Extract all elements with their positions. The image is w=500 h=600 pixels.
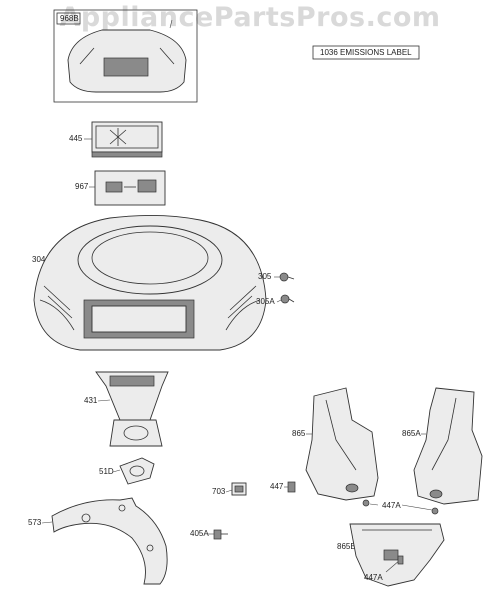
part-573-group[interactable]: 573 [28,497,168,585]
part-445-group[interactable]: 445 [69,121,163,158]
label-703: 703 [212,487,226,496]
part-865-group[interactable]: 865 [292,387,379,501]
label-865A: 865A [402,429,421,438]
part-865A-group[interactable]: 865A [402,387,483,505]
part-865B-group[interactable]: 865B [337,523,445,587]
label-865B: 865B [337,542,356,551]
part-865A-shape [413,387,483,505]
part-405A-group[interactable]: 405A [190,529,228,540]
part-431-group[interactable]: 431 [84,371,169,447]
label-305A: 305A [256,297,275,306]
part-968B-ribs [79,47,175,65]
label-305: 305 [258,272,272,281]
label-447A-upper: 447A [382,501,401,510]
leader-968B [169,19,173,29]
part-405A-screw [213,529,222,540]
label-405A: 405A [190,529,209,538]
part-305A-screw [280,294,290,304]
part-968B-tag [56,12,81,25]
label-865: 865 [292,429,306,438]
part-865-shape [305,387,379,501]
label-573: 573 [28,518,42,527]
label-445: 445 [69,134,83,143]
part-51D-shape [119,457,155,485]
label-967: 967 [75,182,89,191]
part-445-shape [91,121,163,153]
part-305-group[interactable]: 305 [258,272,295,282]
watermark-text: AppliancePartsPros.com [59,2,441,33]
part-447-group[interactable]: 447 [270,481,296,493]
part-305A-group[interactable]: 305A [256,294,295,306]
label-51D: 51D [99,467,114,476]
part-304-group[interactable]: 304 [32,214,267,351]
part-968B-frame [53,9,198,103]
part-447-screw [287,481,296,493]
emissions-label-box [312,45,420,60]
label-431: 431 [84,396,98,405]
label-304: 304 [32,255,46,264]
part-447A-upper-group[interactable]: 447A [362,499,439,515]
part-703-group[interactable]: 703 [212,482,247,496]
part-967-group[interactable]: 967 [75,170,166,206]
part-305-screw [279,272,289,282]
label-447: 447 [270,482,284,491]
part-968B-window [103,57,149,77]
label-968B: 968B [60,14,79,23]
part-447A-lower-group[interactable]: 447A [364,555,404,582]
label-447A-lower: 447A [364,573,383,582]
part-968B-group[interactable]: 968B [53,9,198,103]
emissions-label-text: 1036 EMISSIONS LABEL [320,48,412,57]
emissions-label-group[interactable]: 1036 EMISSIONS LABEL [312,45,420,60]
part-573-shape [51,497,168,585]
part-51D-group[interactable]: 51D [99,457,155,485]
